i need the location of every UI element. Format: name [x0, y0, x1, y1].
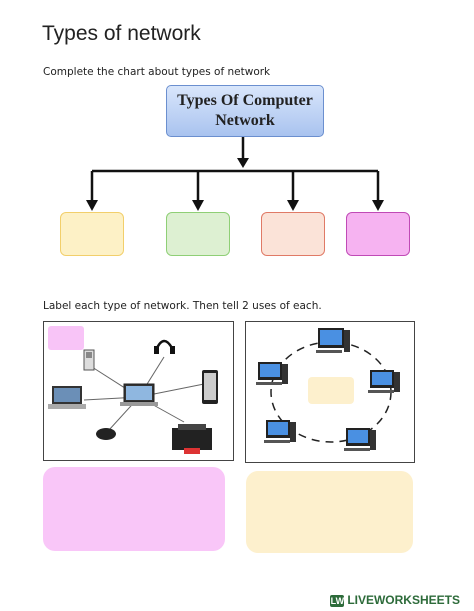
answer-box-3[interactable]: [261, 212, 325, 256]
network-diagram-ring: [245, 321, 415, 463]
arrow-head-4: [372, 200, 384, 211]
laptop-icon: [48, 386, 86, 409]
root-node-label-line1: Types Of Computer: [177, 92, 313, 109]
chart-instruction: Complete the chart about types of networ…: [43, 66, 271, 78]
phone-icon: [83, 349, 95, 371]
network-diagram-star: [43, 321, 234, 461]
desktop-computer-icon: [256, 362, 288, 385]
label-instruction: Label each type of network. Then tell 2 …: [43, 300, 322, 312]
desktop-computer-icon: [344, 428, 376, 451]
uses-answer-box-1[interactable]: [43, 467, 225, 551]
answer-box-2[interactable]: [166, 212, 230, 256]
answer-box-1[interactable]: [60, 212, 124, 256]
answer-box-4[interactable]: [346, 212, 410, 256]
desktop-computer-icon: [264, 420, 296, 443]
logo-mark-icon: LW: [330, 595, 345, 607]
root-node-label-line2: Network: [215, 112, 275, 129]
mouse-icon: [96, 428, 116, 440]
ring-network-drawing: [256, 328, 400, 451]
desktop-computer-icon: [368, 370, 400, 393]
laptop-icon: [120, 383, 158, 406]
root-arrow-head: [237, 158, 249, 168]
network-label-box-2[interactable]: [308, 377, 354, 404]
logo-text: LIVEWORKSHEETS: [347, 593, 460, 607]
arrow-head-3: [287, 200, 299, 211]
network-label-box-1[interactable]: [48, 326, 84, 350]
star-network-drawing: [48, 339, 218, 454]
desktop-computer-icon: [316, 328, 350, 353]
headset-icon: [154, 339, 175, 354]
uses-answer-box-2[interactable]: [246, 471, 413, 553]
printer-icon: [172, 424, 212, 454]
tablet-icon: [202, 370, 218, 404]
page-title: Types of network: [42, 22, 201, 45]
arrow-head-1: [86, 200, 98, 211]
root-node-types-of-network: Types Of Computer Network: [166, 85, 324, 137]
arrow-head-2: [192, 200, 204, 211]
